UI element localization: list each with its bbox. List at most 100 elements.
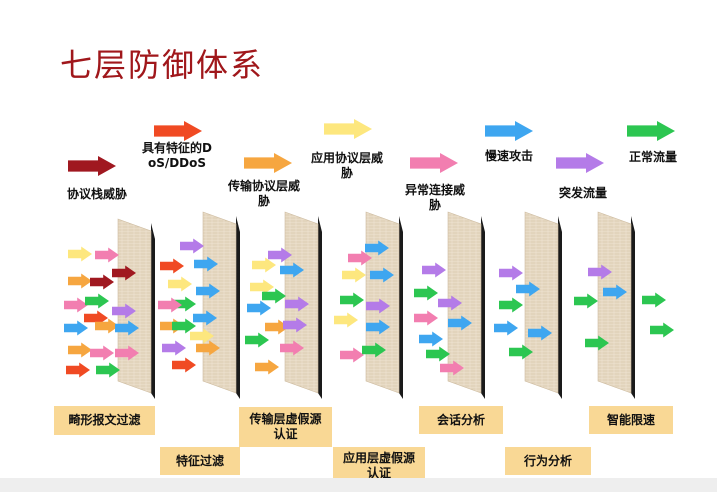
flow-arrow-green xyxy=(574,293,598,309)
defense-box-application-auth-text: 应用层虚假源认证 xyxy=(342,451,415,480)
flow-arrow-blue xyxy=(528,325,552,341)
flow-arrow-blue xyxy=(494,320,518,336)
threat-label-abnormal-connection: 异常连接威胁 xyxy=(405,183,465,213)
flow-arrow-purple xyxy=(162,340,186,356)
flow-arrow-blue xyxy=(366,319,390,335)
flow-arrow-pink xyxy=(115,345,139,361)
threat-label-normal-traffic: 正常流量 xyxy=(628,150,677,164)
flow-arrow-green xyxy=(340,292,364,308)
flow-arrow-orange xyxy=(196,340,220,356)
flow-arrow-dark-red xyxy=(90,274,114,290)
threat-label-slow-attack: 慢速攻击 xyxy=(484,149,533,163)
legend-arrow-yellow xyxy=(324,119,372,139)
flow-arrow-purple xyxy=(112,303,136,319)
flow-arrow-purple xyxy=(422,262,446,278)
threat-label-application: 应用协议层威胁 xyxy=(311,151,383,181)
flow-arrow-pink xyxy=(340,347,364,363)
flow-arrow-green xyxy=(509,344,533,360)
flow-arrow-purple xyxy=(283,317,307,333)
flow-arrow-orange xyxy=(95,318,119,334)
flow-arrow-green xyxy=(650,322,674,338)
flow-arrow-blue xyxy=(370,267,394,283)
flow-arrow-orange xyxy=(255,359,279,375)
flow-arrow-purple xyxy=(180,238,204,254)
flow-arrow-purple xyxy=(499,265,523,281)
flow-arrow-yellow xyxy=(342,267,366,283)
flow-arrow-green xyxy=(262,288,286,304)
flow-arrow-yellow xyxy=(68,246,92,262)
flow-arrow-yellow xyxy=(190,328,214,344)
threat-label-protocol-stack: 协议栈威胁 xyxy=(66,187,127,201)
defense-box-session-analysis: 会话分析 xyxy=(419,406,503,434)
wall-shadow-2 xyxy=(236,216,240,399)
wall-shadow-4 xyxy=(399,216,403,399)
flow-arrow-blue xyxy=(365,240,389,256)
flow-arrow-blue xyxy=(115,320,139,336)
flow-arrow-green xyxy=(85,293,109,309)
flow-arrow-purple xyxy=(285,296,309,312)
flow-arrow-yellow xyxy=(250,279,274,295)
defense-wall-2 xyxy=(202,211,237,394)
defense-wall-1 xyxy=(117,218,152,394)
flow-arrow-green xyxy=(96,362,120,378)
flow-arrow-pink xyxy=(440,360,464,376)
flow-arrow-orange-red xyxy=(84,310,108,326)
flow-arrow-purple xyxy=(268,247,292,263)
flow-arrow-purple xyxy=(438,295,462,311)
flow-arrow-blue xyxy=(603,284,627,300)
page-title: 七层防御体系 xyxy=(60,46,265,84)
threat-label-burst-traffic: 突发流量 xyxy=(558,186,607,200)
flow-arrow-purple xyxy=(366,298,390,314)
flow-arrow-yellow xyxy=(252,257,276,273)
flow-arrow-blue xyxy=(194,256,218,272)
flow-arrow-purple xyxy=(588,264,612,280)
legend-arrow-purple xyxy=(556,153,604,173)
flow-arrow-pink xyxy=(95,247,119,263)
footer-band xyxy=(0,478,717,492)
defense-box-behavior-analysis: 行为分析 xyxy=(505,447,591,475)
legend-arrow-orange xyxy=(244,153,292,173)
flow-arrow-dark-red xyxy=(112,265,136,281)
defense-box-transport-auth: 传输层虚假源认证 xyxy=(239,407,332,447)
flow-arrow-yellow xyxy=(334,312,358,328)
wall-shadow-6 xyxy=(558,216,562,399)
threat-label-transport: 传输协议层威胁 xyxy=(228,179,300,209)
flow-arrow-orange xyxy=(68,273,92,289)
defense-wall-7 xyxy=(597,211,632,394)
flow-arrow-pink xyxy=(64,297,88,313)
legend-arrow-blue xyxy=(485,121,533,141)
threat-label-abnormal-connection-text: 异常连接威胁 xyxy=(405,183,466,212)
flow-arrow-blue xyxy=(196,283,220,299)
legend-arrow-dark-red xyxy=(68,156,116,176)
threat-label-application-text: 应用协议层威胁 xyxy=(311,151,384,180)
defense-box-signature-filter: 特征过滤 xyxy=(160,447,240,475)
flow-arrow-pink xyxy=(158,297,182,313)
flow-arrow-orange xyxy=(68,342,92,358)
flow-arrow-blue xyxy=(247,300,271,316)
defense-box-transport-auth-text: 传输层虚假源认证 xyxy=(249,412,322,441)
legend-arrow-orange-red xyxy=(154,121,202,141)
flow-arrow-green xyxy=(245,332,269,348)
flow-arrow-green xyxy=(585,335,609,351)
flow-arrow-orange-red xyxy=(160,258,184,274)
flow-arrow-orange-red xyxy=(172,357,196,373)
defense-box-intelligent-rate-limit: 智能限速 xyxy=(589,406,673,434)
flow-arrow-pink xyxy=(414,310,438,326)
flow-arrow-green xyxy=(414,285,438,301)
wall-shadow-5 xyxy=(481,216,485,399)
flow-arrow-green xyxy=(362,342,386,358)
wall-shadow-3 xyxy=(318,216,322,399)
flow-arrow-green xyxy=(172,318,196,334)
flow-arrow-green xyxy=(499,297,523,313)
flow-arrow-blue xyxy=(193,310,217,326)
flow-arrow-blue xyxy=(419,331,443,347)
flow-arrow-green xyxy=(426,346,450,362)
threat-label-transport-text: 传输协议层威胁 xyxy=(228,179,301,208)
defense-wall-6 xyxy=(524,211,559,394)
flow-arrow-blue xyxy=(64,320,88,336)
wall-shadow-7 xyxy=(631,216,635,399)
flow-arrow-blue xyxy=(280,262,304,278)
flow-arrow-pink xyxy=(90,345,114,361)
